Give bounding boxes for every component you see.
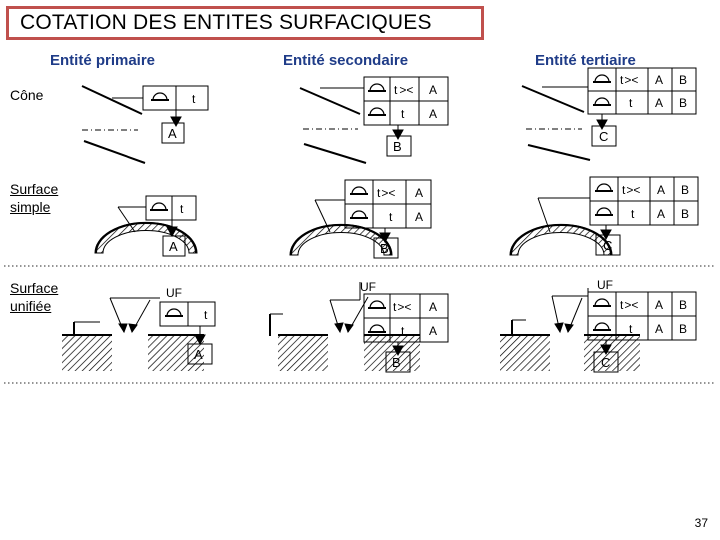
simple-primary-tol: t <box>180 202 184 216</box>
unified-tertiary-ref-a-row1: A <box>655 298 663 312</box>
simple-secondary-ref-a-row2: A <box>415 210 423 224</box>
simple-secondary <box>289 179 432 259</box>
unified-tertiary-ref-b-row2: B <box>679 322 687 336</box>
page-title: COTATION DES ENTITES SURFACIQUES <box>20 11 432 34</box>
cone-primary <box>81 85 209 164</box>
page-number: 37 <box>694 516 708 530</box>
simple-primary-datum-a: A <box>169 239 178 254</box>
header-primary: Entité primaire <box>50 52 156 69</box>
cone-secondary-datum-b: B <box>393 139 402 154</box>
cone-primary-tol: t <box>192 92 196 106</box>
unified-secondary-ref-a-row1: A <box>429 300 437 314</box>
cone-tertiary-ref-a-row2: A <box>655 96 663 110</box>
cone-secondary-tol-row2: t <box>401 107 405 121</box>
cone-secondary-ref-a-row1: A <box>429 83 437 97</box>
cone-secondary-ref-a-row2: A <box>429 107 437 121</box>
unified-secondary-uf: UF <box>360 280 376 294</box>
unified-tertiary <box>500 288 697 373</box>
unified-primary <box>62 297 216 371</box>
unified-tertiary-ref-b-row1: B <box>679 298 687 312</box>
header-secondary: Entité secondaire <box>283 52 409 69</box>
unified-secondary-tol-row1: t>< <box>393 300 411 314</box>
unified-tertiary-ref-a-row2: A <box>655 322 663 336</box>
simple-secondary-ref-a-row1: A <box>415 186 423 200</box>
cone-tertiary <box>521 67 697 161</box>
unified-primary-datum-a: A <box>194 347 203 362</box>
unified-secondary <box>269 282 449 373</box>
row-label-simple: Surface simple <box>10 181 59 215</box>
unified-tertiary-tol-row1: t>< <box>620 298 638 312</box>
simple-secondary-tol-row2: t <box>389 210 393 224</box>
unified-tertiary-uf: UF <box>597 278 613 292</box>
simple-tertiary-tol-row1: t>< <box>622 183 640 197</box>
unified-secondary-datum-b: B <box>392 355 401 370</box>
unified-secondary-tol-row2: t <box>401 324 405 338</box>
cone-tertiary-datum-c: C <box>599 129 608 144</box>
cone-tertiary-tol-row1: t>< <box>620 73 638 87</box>
unified-primary-uf: UF <box>166 286 182 300</box>
simple-tertiary-tol-row2: t <box>631 207 635 221</box>
simple-tertiary-ref-b-row2: B <box>681 207 689 221</box>
simple-tertiary-ref-a-row1: A <box>657 183 665 197</box>
simple-secondary-tol-row1: t>< <box>377 186 395 200</box>
unified-secondary-ref-a-row2: A <box>429 324 437 338</box>
cone-primary-datum-a: A <box>168 126 177 141</box>
cone-tertiary-ref-b-row1: B <box>679 73 687 87</box>
cone-secondary-tol-row1: t>< <box>394 83 413 97</box>
row-label-unified: Surface unifiée <box>10 280 59 314</box>
simple-primary <box>94 195 198 257</box>
unified-tertiary-datum-c: C <box>601 355 610 370</box>
simple-tertiary <box>509 176 699 256</box>
cone-secondary <box>299 76 449 164</box>
row-label-cone: Cône <box>10 87 44 103</box>
simple-secondary-datum-b: B <box>380 241 389 256</box>
unified-tertiary-tol-row2: t <box>629 322 633 336</box>
header-tertiary: Entité tertiaire <box>535 52 636 69</box>
simple-tertiary-datum-c: C <box>603 238 612 253</box>
cone-tertiary-tol-row2: t <box>629 96 633 110</box>
cone-tertiary-ref-b-row2: B <box>679 96 687 110</box>
title-frame <box>6 6 484 40</box>
simple-tertiary-ref-a-row2: A <box>657 207 665 221</box>
cone-tertiary-ref-a-row1: A <box>655 73 663 87</box>
unified-primary-tol: t <box>204 308 208 322</box>
simple-tertiary-ref-b-row1: B <box>681 183 689 197</box>
